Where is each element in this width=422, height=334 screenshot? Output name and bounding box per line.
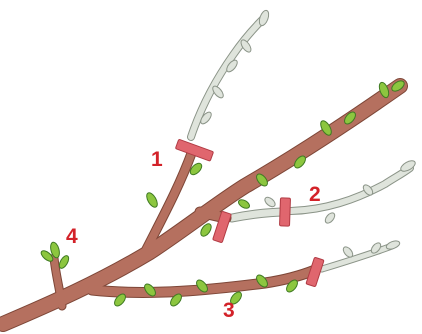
pale-bud (323, 211, 336, 225)
cut-label-4: 4 (66, 226, 78, 247)
leaf-bud (57, 254, 70, 270)
leaf-bud (237, 198, 251, 210)
pale-bud (385, 239, 401, 250)
leaf-bud (145, 191, 160, 209)
pale-bud (263, 195, 277, 208)
cut-label-2: 2 (309, 184, 321, 205)
cut-mark-2b (280, 198, 291, 226)
new-shoot-lower (322, 246, 392, 269)
cut-label-3: 3 (223, 300, 235, 321)
pale-bud (258, 9, 271, 27)
new-shoot-middle-left (232, 212, 287, 218)
cut-label-1: 1 (151, 149, 163, 170)
